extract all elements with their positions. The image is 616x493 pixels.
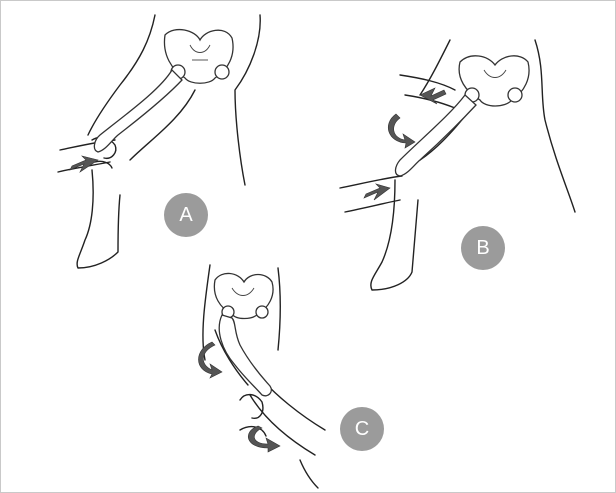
panel-label-c: C bbox=[340, 407, 384, 451]
panel-c-drawing bbox=[199, 265, 326, 488]
panel-a-drawing bbox=[58, 15, 260, 268]
panel-b-drawing bbox=[340, 40, 575, 290]
panel-label-b: B bbox=[461, 226, 505, 270]
panel-label-a: A bbox=[164, 193, 208, 237]
